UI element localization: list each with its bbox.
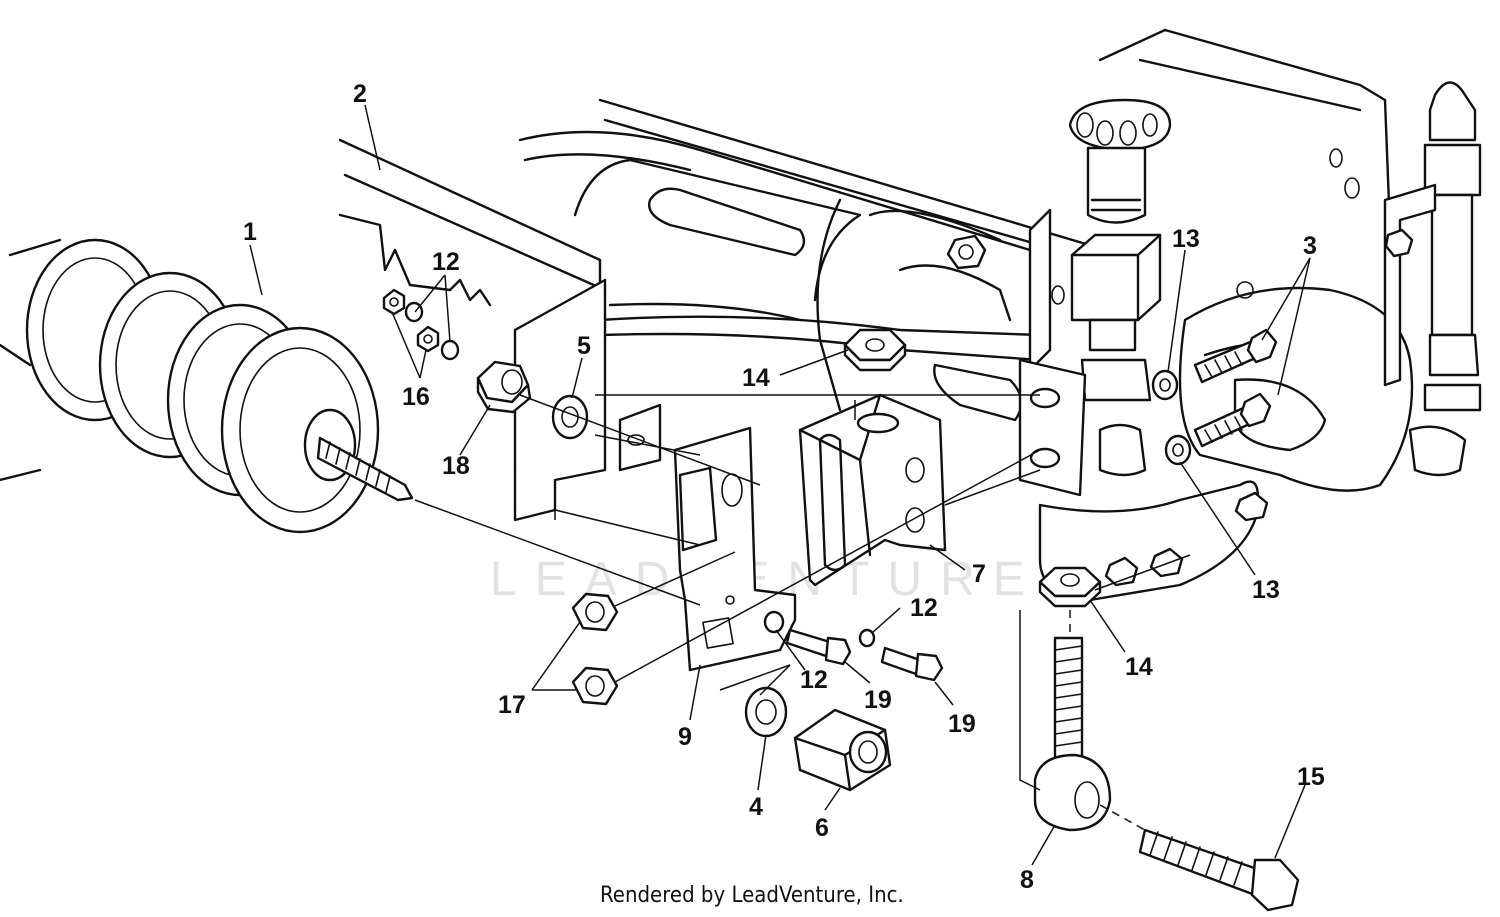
- part-1-roller: [0, 238, 414, 534]
- part-17-nuts: [571, 592, 619, 706]
- callout-13-upper: 13: [1172, 225, 1200, 253]
- assembly-lines: [414, 394, 1191, 831]
- callout-4: 4: [749, 793, 763, 821]
- callout-15: 15: [1297, 763, 1325, 791]
- callout-19-right: 19: [948, 710, 976, 738]
- credit-text: Rendered by LeadVenture, Inc.: [600, 883, 904, 908]
- part-15-bolt: [1138, 828, 1300, 912]
- callout-labels: 1 2 3 4 5 6 7 8 9 12 12 12 13 13 14 14 1…: [243, 80, 1325, 894]
- callout-3: 3: [1303, 232, 1317, 260]
- callout-leaders: [249, 104, 1311, 866]
- callout-12-upper: 12: [432, 248, 460, 276]
- part-7-bracket: [798, 393, 947, 587]
- callout-18: 18: [442, 452, 470, 480]
- part-5-washer: [551, 394, 589, 440]
- callout-9: 9: [678, 723, 692, 751]
- callout-6: 6: [815, 814, 829, 842]
- steering-assembly: [1018, 81, 1482, 602]
- part-9-bracket: [673, 426, 797, 672]
- callout-7: 7: [972, 560, 986, 588]
- callout-5: 5: [577, 332, 591, 360]
- center-bracket: [618, 403, 662, 472]
- callout-16: 16: [402, 383, 430, 411]
- callout-13-lower: 13: [1252, 576, 1280, 604]
- part-4-washer: [744, 686, 788, 738]
- callout-14-lower: 14: [1125, 653, 1153, 681]
- callout-12-right: 12: [910, 594, 938, 622]
- callout-1: 1: [243, 218, 257, 246]
- callout-19-left: 19: [864, 686, 892, 714]
- part-6-coupler: [793, 708, 892, 792]
- callout-14-upper: 14: [742, 364, 770, 392]
- part-18-nut: [476, 360, 532, 414]
- part-19-bolts: [785, 628, 944, 682]
- part-14-nut-upper: [843, 328, 907, 372]
- part-8-rod-end: [1033, 636, 1112, 832]
- callout-2: 2: [353, 80, 367, 108]
- part-14-nut-lower: [1038, 566, 1102, 608]
- machine-frame: [338, 28, 1392, 422]
- callout-8: 8: [1020, 866, 1034, 894]
- callout-12-lower: 12: [800, 666, 828, 694]
- part-16-nuts: [382, 288, 440, 353]
- callout-17: 17: [498, 691, 526, 719]
